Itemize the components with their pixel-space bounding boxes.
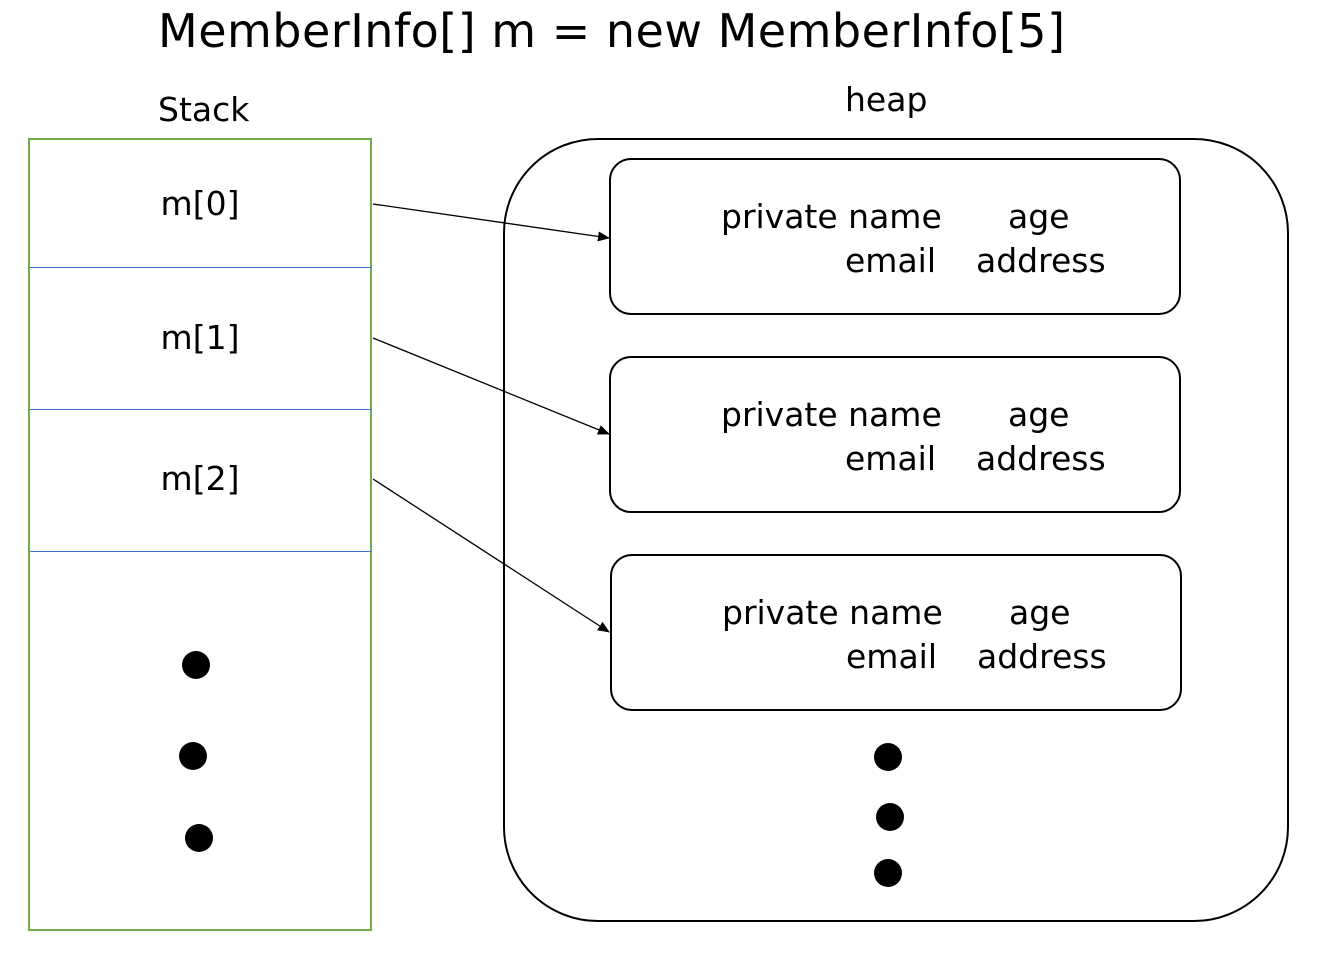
heap-object-2-fields-b: age	[1009, 593, 1071, 632]
stack-slot-m0: m[0]	[160, 184, 240, 223]
heap-ellipsis-dot	[874, 859, 902, 887]
heap-object-1-fields-b: age	[1008, 395, 1070, 434]
stack-slot-divider	[30, 267, 372, 268]
heap-object-2-fields-d: address	[977, 637, 1107, 676]
heap-object-0-fields-d: address	[976, 241, 1106, 280]
arrow-m1-to-object-1	[372, 337, 610, 435]
heap-object-2	[610, 554, 1182, 711]
heap-object-2-fields-a: private name	[722, 593, 943, 632]
heap-object-1-fields-a: private name	[721, 395, 942, 434]
stack-ellipsis-dot	[185, 824, 213, 852]
stack-slot-divider	[30, 551, 372, 552]
heap-object-0-fields-a: private name	[721, 197, 942, 236]
heap-label: heap	[845, 80, 928, 119]
arrow-m0-to-object-0	[372, 203, 610, 242]
diagram-title: MemberInfo[] m = new MemberInfo[5]	[158, 4, 1066, 58]
heap-object-1-fields-d: address	[976, 439, 1106, 478]
heap-object-1-fields-c: email	[845, 439, 937, 478]
heap-ellipsis-dot	[876, 803, 904, 831]
stack-label: Stack	[158, 90, 250, 129]
heap-object-2-fields-c: email	[846, 637, 938, 676]
stack-box	[28, 138, 372, 931]
heap-box	[503, 138, 1289, 922]
heap-object-0	[609, 158, 1181, 315]
stack-slot-m2: m[2]	[160, 459, 240, 498]
heap-ellipsis-dot	[874, 743, 902, 771]
stack-slot-divider	[30, 409, 372, 410]
stack-ellipsis-dot	[182, 651, 210, 679]
stack-slot-m1: m[1]	[160, 318, 240, 357]
heap-object-0-fields-b: age	[1008, 197, 1070, 236]
heap-object-1	[609, 356, 1181, 513]
stack-ellipsis-dot	[179, 742, 207, 770]
heap-object-0-fields-c: email	[845, 241, 937, 280]
arrow-m2-to-object-2	[372, 478, 610, 633]
